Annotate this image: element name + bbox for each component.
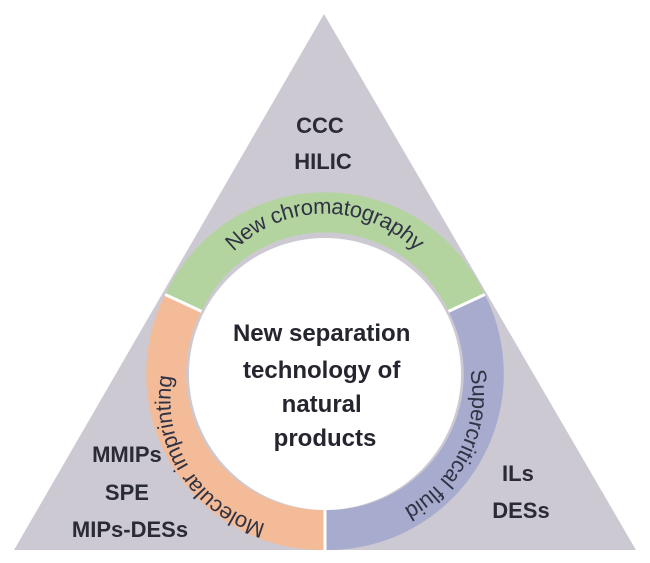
ring-segment-dividers bbox=[164, 293, 486, 550]
corner-right-line-1: ILs bbox=[502, 461, 534, 486]
corner-left-line-2: SPE bbox=[105, 480, 149, 505]
center-line-2: technology of bbox=[243, 357, 401, 384]
corner-left-line-1: MMIPs bbox=[92, 442, 162, 467]
ring-segment-molecular-imprinting bbox=[146, 294, 325, 551]
ring-segment-supercritical-fluid bbox=[325, 294, 504, 551]
center-title: New separation technology of natural pro… bbox=[233, 320, 417, 452]
center-circle bbox=[189, 238, 461, 510]
center-line-3: natural bbox=[282, 391, 362, 418]
ring-segment-new-chromatography bbox=[165, 192, 485, 312]
center-line-1: New separation bbox=[233, 320, 410, 347]
corner-top-line-2: HILIC bbox=[294, 149, 352, 174]
corner-left-line-3: MIPs-DESs bbox=[72, 517, 188, 542]
corner-top-labels: CCC HILIC bbox=[294, 113, 352, 174]
corner-right-labels: ILs DESs bbox=[492, 461, 549, 523]
center-line-4: products bbox=[274, 425, 377, 452]
corner-right-line-2: DESs bbox=[492, 498, 549, 523]
corner-top-line-1: CCC bbox=[296, 113, 344, 138]
corner-left-labels: MMIPs SPE MIPs-DESs bbox=[72, 442, 188, 542]
